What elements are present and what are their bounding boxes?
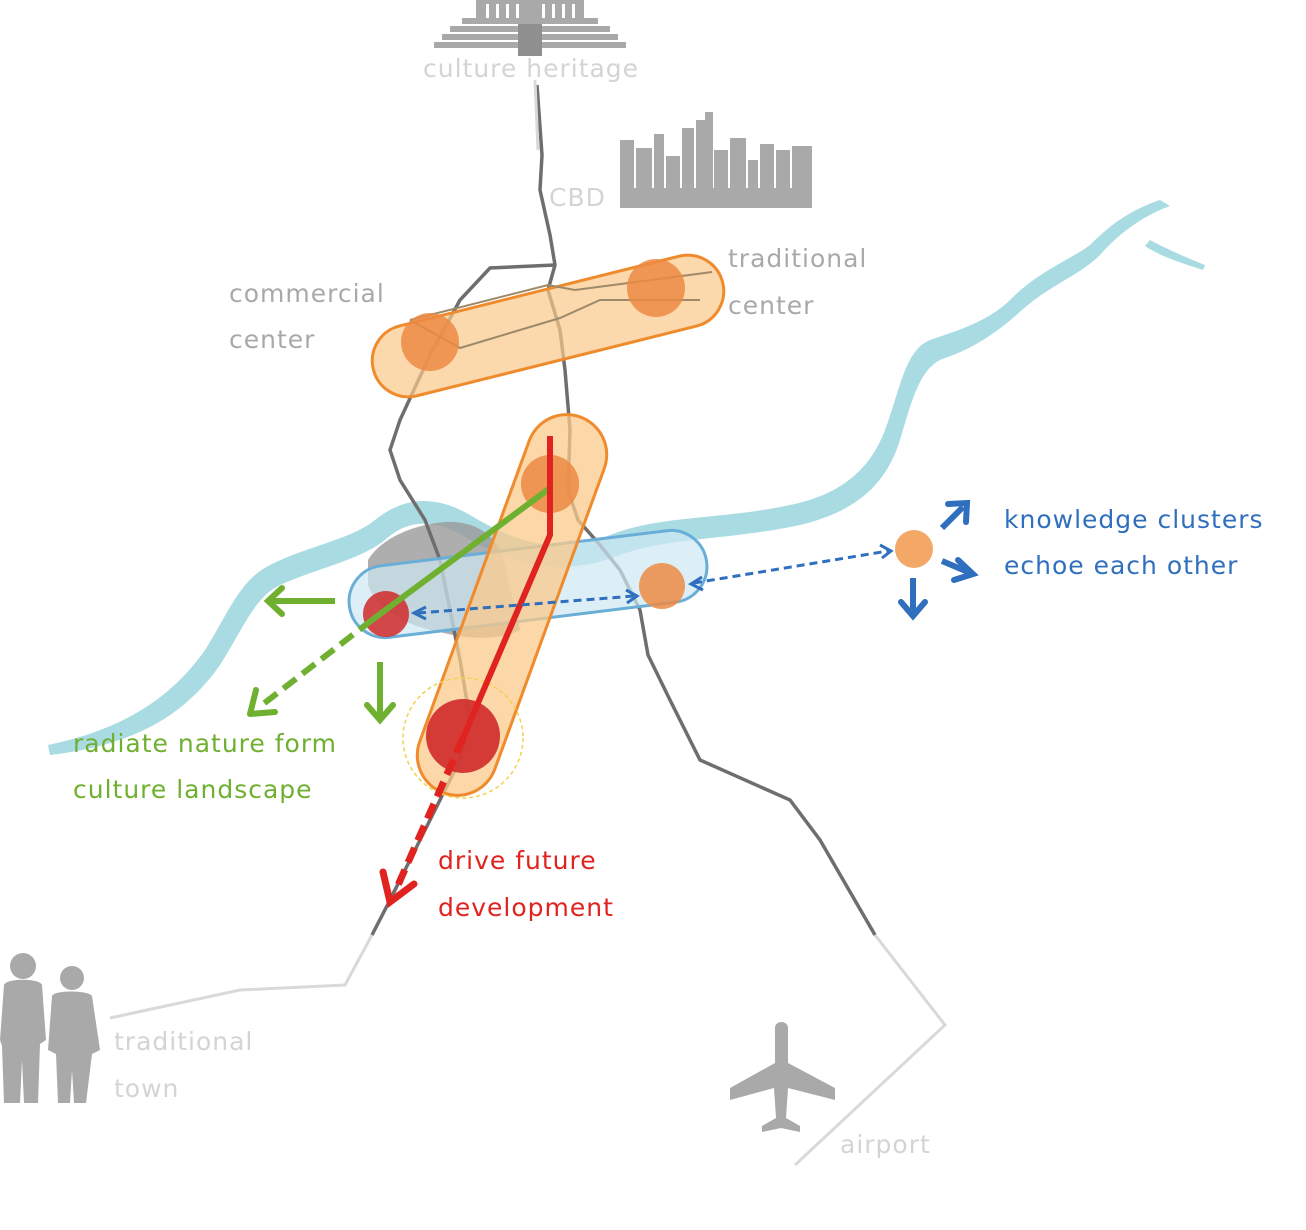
development-axis bbox=[460, 436, 553, 740]
traditional-center-node bbox=[627, 259, 685, 317]
traditional-center-label-line1: traditional bbox=[728, 244, 867, 273]
drive-future-label-line1: drive future bbox=[438, 846, 597, 875]
traditional-town-label-line2: town bbox=[114, 1074, 179, 1103]
drive-future-label-line2: development bbox=[438, 893, 614, 922]
traditional-center-label-line2: center bbox=[728, 291, 814, 320]
blue-arrowhead-outer-left bbox=[687, 575, 704, 592]
cbd-label: CBD bbox=[549, 183, 606, 212]
knowledge-link-inner bbox=[417, 594, 635, 615]
nature-radiate-dashed bbox=[260, 617, 374, 708]
road-to-airport bbox=[793, 934, 948, 1167]
knowledge-node-remote bbox=[895, 530, 933, 568]
blue-arrow-east bbox=[940, 557, 979, 583]
river bbox=[48, 200, 1170, 755]
skyline-icon bbox=[620, 112, 812, 208]
airplane-icon bbox=[730, 1022, 835, 1132]
blue-arrowhead-inner-left bbox=[410, 605, 427, 621]
people-icon bbox=[0, 953, 100, 1103]
commercial-center-label-line2: center bbox=[229, 325, 315, 354]
nature-axis bbox=[370, 485, 552, 623]
traditional-town-label-line1: traditional bbox=[114, 1027, 253, 1056]
blue-arrowhead-outer-right bbox=[879, 543, 894, 560]
growth-halo bbox=[402, 677, 524, 799]
knowledge-clusters-label-line1: knowledge clusters bbox=[1004, 505, 1264, 534]
radiate-nature-label-line2: culture landscape bbox=[73, 775, 313, 804]
development-dashed bbox=[391, 736, 467, 894]
knowledge-link-outer bbox=[693, 549, 889, 585]
commercial-center-node bbox=[401, 313, 459, 371]
road-to-heritage bbox=[533, 79, 540, 151]
green-arrow-diag-head bbox=[247, 687, 278, 717]
green-arrow-west bbox=[263, 585, 335, 617]
culture-heritage-label: culture heritage bbox=[423, 54, 639, 83]
blue-arrowhead-inner-right bbox=[625, 588, 640, 605]
green-arrow-south bbox=[364, 662, 396, 725]
knowledge-node-east bbox=[639, 563, 685, 609]
blue-arrow-south bbox=[898, 578, 928, 621]
airport-label: airport bbox=[840, 1130, 931, 1159]
road-to-town bbox=[109, 934, 374, 1020]
blue-arrow-northeast bbox=[939, 499, 971, 531]
knowledge-clusters-label-line2: echoe each other bbox=[1004, 551, 1238, 580]
red-arrow-head bbox=[379, 868, 418, 909]
commercial-center-label-line1: commercial bbox=[229, 279, 385, 308]
river-branch bbox=[1145, 240, 1205, 270]
temple-icon bbox=[434, 0, 626, 56]
radiate-nature-label-line1: radiate nature form bbox=[73, 729, 337, 758]
